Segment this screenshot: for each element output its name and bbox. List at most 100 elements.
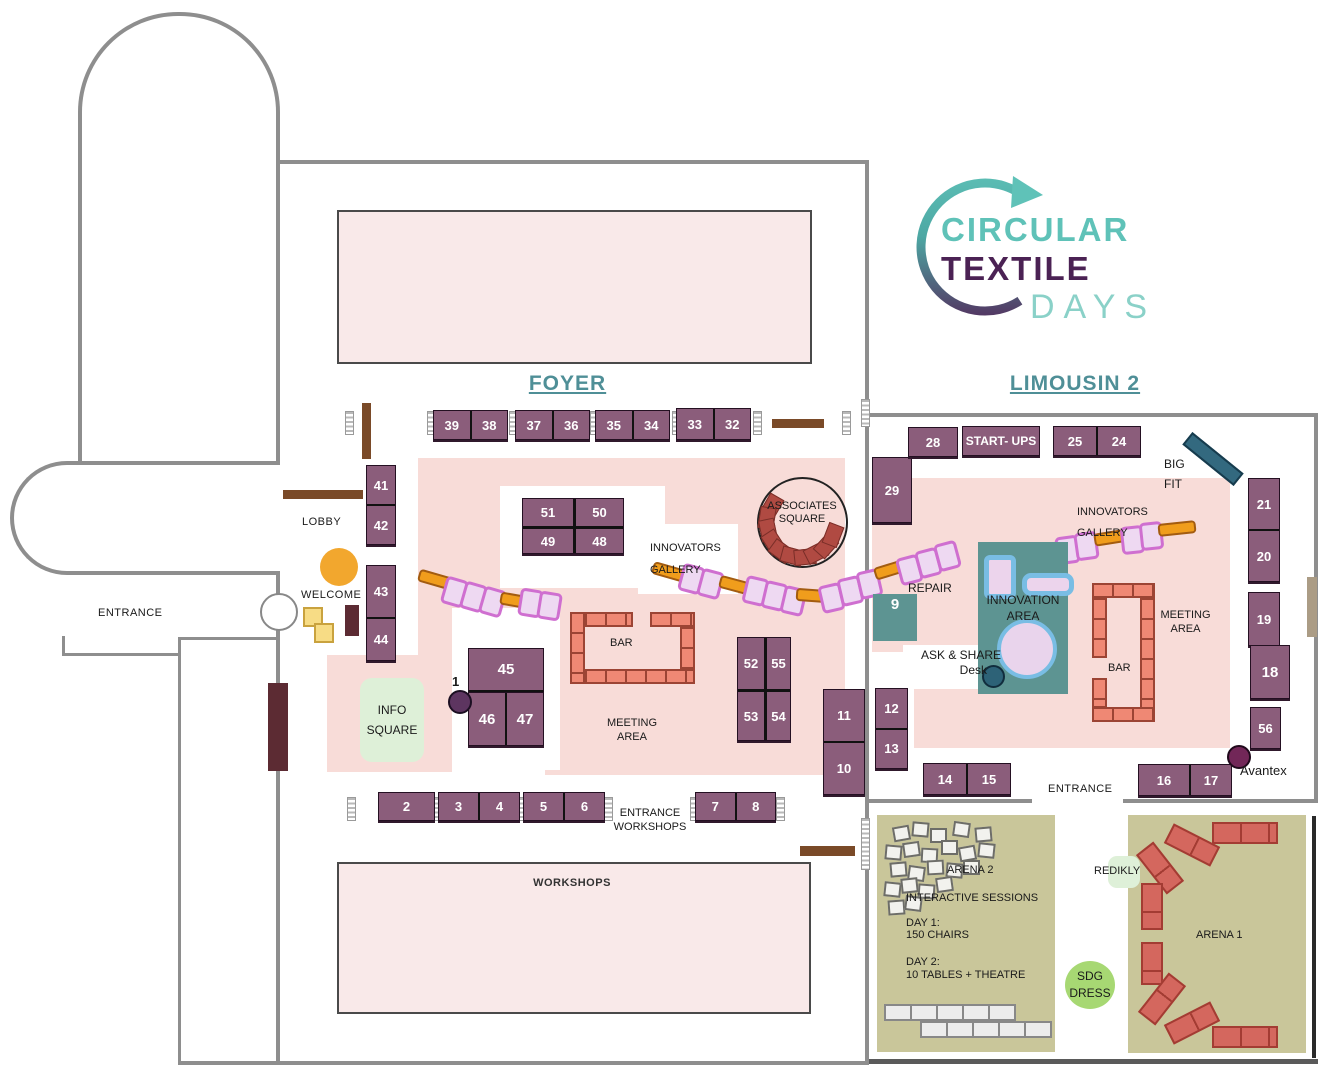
booth-51: 51 xyxy=(540,505,556,520)
big-fit-label: BIG FIT xyxy=(1164,454,1185,494)
redikly-block xyxy=(1108,856,1140,888)
logo-days: DAYS xyxy=(1030,288,1157,326)
booth-46: 46 xyxy=(478,710,496,728)
logo-circular: CIRCULAR xyxy=(941,211,1130,248)
foyer-bar-right xyxy=(680,627,695,671)
ask-share-label: ASK & SHARE Desk xyxy=(905,648,1001,678)
ask-share-line2: Desk xyxy=(959,663,987,677)
foyer-bar-left xyxy=(570,612,585,684)
foyer-innovators-label: INNOVATORS GALLERY xyxy=(650,537,721,581)
innovation-circle xyxy=(997,619,1057,679)
chair xyxy=(926,859,945,876)
innovation-booth-rect xyxy=(984,555,1016,599)
wall-limousin-bottom-left xyxy=(869,799,1032,803)
chair xyxy=(889,861,908,878)
interactive-sessions-label: INTERACTIVE SESSIONS xyxy=(906,892,1039,904)
chair xyxy=(952,820,971,839)
arena1-seating xyxy=(1212,1026,1278,1048)
booth-2-label: 2 xyxy=(402,799,411,814)
booth-36: 36 xyxy=(551,411,590,439)
booth-9-label: 9 xyxy=(890,596,900,613)
brown-bar xyxy=(772,419,824,428)
workshops-area xyxy=(337,862,811,1014)
door-circle xyxy=(260,593,298,631)
booth-18: 18 xyxy=(1250,645,1290,699)
wall-corridor-horizontal xyxy=(178,637,278,640)
entrance-workshops-line1: ENTRANCE xyxy=(619,807,681,819)
repair-label: REPAIR xyxy=(908,581,952,595)
booth-19-label: 19 xyxy=(1256,611,1272,627)
chair xyxy=(963,860,980,875)
chair xyxy=(902,840,921,859)
wall-limousin-bottom-right xyxy=(1123,799,1316,803)
welcome-circle xyxy=(320,548,358,586)
wall-corridor-vertical xyxy=(178,638,181,1063)
booth-5: 5 xyxy=(539,799,548,814)
limousin-bar-bottom xyxy=(1092,707,1155,722)
booth-9: 9 xyxy=(873,594,917,641)
foyer-bar-label: BAR xyxy=(610,637,633,649)
booth-1-dot xyxy=(448,690,472,714)
booth-19: 19 xyxy=(1248,592,1280,646)
booth-28: 28 xyxy=(908,427,958,457)
foyer-bar-top-b xyxy=(650,612,695,627)
booth-53: 53 xyxy=(738,689,764,740)
day1-label: DAY 1: xyxy=(906,917,940,929)
logo-textile: TEXTILE xyxy=(941,250,1091,287)
day2-detail-label: 10 TABLES + THEATRE xyxy=(906,969,1026,981)
foyer-meeting-area-label: MEETING AREA xyxy=(592,716,672,744)
booth-startups: START- UPS xyxy=(962,426,1040,456)
booth-3: 3 xyxy=(454,799,463,814)
arena1-seating xyxy=(1212,822,1278,844)
associates-line1: ASSOCIATES xyxy=(767,500,837,512)
wall-foyer-right xyxy=(865,160,869,1065)
booth-29: 29 xyxy=(872,457,912,523)
sdg-line1: SDG xyxy=(1076,969,1103,983)
maroon-block xyxy=(268,683,288,771)
welcome-label: WELCOME xyxy=(301,589,362,601)
door-hatch xyxy=(776,797,785,821)
booth-1-label: 1 xyxy=(452,674,460,689)
arena1-label: ARENA 1 xyxy=(1196,929,1243,941)
booth-2: 2 xyxy=(378,792,435,821)
booth-38: 38 xyxy=(469,411,508,439)
booth-29-label: 29 xyxy=(884,482,900,498)
booth-11: 11 xyxy=(837,708,851,723)
info-square-block: INFO SQUARE xyxy=(360,678,424,762)
foyer-bar-bottom xyxy=(585,669,695,684)
lobby-label: LOBBY xyxy=(302,516,342,528)
table xyxy=(936,1004,964,1021)
limousin-title: LIMOUSIN 2 xyxy=(1009,372,1141,395)
yellow-square xyxy=(303,607,323,627)
wall-stub-vertical xyxy=(62,636,65,656)
table xyxy=(946,1021,974,1038)
booth-35: 35 xyxy=(606,417,621,433)
table xyxy=(920,1021,948,1038)
chair xyxy=(941,840,958,855)
booth-pair-37-36: 37 36 xyxy=(515,410,590,440)
avantex-dot xyxy=(1227,745,1251,769)
meeting-line2: AREA xyxy=(617,731,647,743)
chair xyxy=(911,821,930,838)
limousin-bar-top xyxy=(1092,583,1155,598)
limousin-bar-left-a xyxy=(1092,598,1107,658)
booth-48: 48 xyxy=(573,526,623,553)
door-hatch xyxy=(842,411,851,435)
booth-28-label: 28 xyxy=(925,434,941,450)
brown-bar xyxy=(283,490,363,499)
foyer-bar-top-a xyxy=(585,612,633,627)
limousin-bar-right xyxy=(1140,598,1155,710)
arena1-seating xyxy=(1141,942,1163,985)
table xyxy=(972,1021,1000,1038)
booth-37: 37 xyxy=(526,417,541,433)
